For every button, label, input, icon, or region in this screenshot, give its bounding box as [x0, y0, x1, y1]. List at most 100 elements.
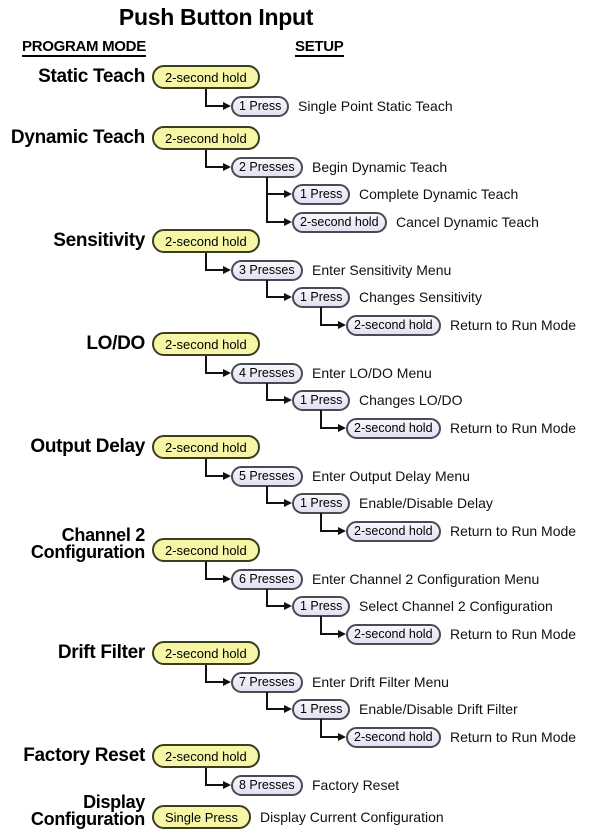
arrowhead-icon [284, 190, 292, 198]
arrowhead-icon [223, 163, 231, 171]
step-pill: 5 Presses [231, 465, 303, 487]
trigger-pill: 2-second hold [152, 65, 260, 89]
step-description: Enter Drift Filter Menu [312, 674, 449, 690]
step-description: Changes LO/DO [359, 392, 463, 408]
step-description: Cancel Dynamic Teach [396, 214, 539, 230]
connector-vline [266, 692, 268, 710]
connector-hline [266, 296, 284, 298]
arrowhead-icon [284, 396, 292, 404]
connector-vline [320, 616, 322, 635]
step-description: Enable/Disable Delay [359, 495, 493, 511]
step-pill: 2-second hold [292, 211, 387, 233]
arrowhead-icon [284, 602, 292, 610]
connector-vline [266, 589, 268, 607]
step-description: Complete Dynamic Teach [359, 186, 519, 202]
step-pill: 1 Press [292, 492, 351, 514]
column-header-program-mode: PROGRAM MODE [22, 38, 146, 57]
mode-label: Static Teach [0, 64, 145, 90]
step-description: Return to Run Mode [450, 420, 577, 436]
step-description: Single Point Static Teach [298, 98, 453, 114]
step-pill: 8 Presses [231, 774, 303, 796]
mode-label: Factory Reset [0, 743, 145, 769]
connector-vline [205, 356, 207, 374]
mode-label-line: Channel 2 [61, 525, 146, 545]
arrowhead-icon [338, 321, 346, 329]
trigger-pill: 2-second hold [152, 332, 260, 356]
connector-vline [320, 719, 322, 738]
connector-vline [205, 562, 207, 580]
step-pill: 4 Presses [231, 362, 303, 384]
trigger-pill: 2-second hold [152, 435, 260, 459]
connector-vline [320, 513, 322, 532]
connector-hline [205, 681, 223, 683]
mode-label-line: Output Delay [30, 436, 145, 457]
step-description: Factory Reset [312, 777, 400, 793]
connector-hline [205, 475, 223, 477]
mode-label: Output Delay [0, 434, 145, 460]
connector-hline [266, 193, 284, 195]
mode-label: Dynamic Teach [0, 125, 145, 151]
arrowhead-icon [223, 102, 231, 110]
arrowhead-icon [223, 575, 231, 583]
mode-label-line: Display [83, 792, 145, 812]
mode-label-line: Factory Reset [23, 745, 145, 766]
step-pill: 2-second hold [346, 726, 441, 748]
step-pill: 2-second hold [346, 520, 441, 542]
connector-vline [266, 486, 268, 504]
mode-label-line: Static Teach [38, 66, 145, 87]
connector-hline [205, 578, 223, 580]
arrowhead-icon [223, 266, 231, 274]
step-description: Return to Run Mode [450, 729, 577, 745]
arrowhead-icon [284, 293, 292, 301]
connector-vline [205, 89, 207, 107]
connector-vline [266, 177, 268, 223]
step-description: Select Channel 2 Configuration [359, 598, 553, 614]
connector-vline [205, 459, 207, 477]
connector-hline [320, 427, 338, 429]
connector-vline [266, 383, 268, 401]
connector-hline [320, 324, 338, 326]
connector-vline [205, 150, 207, 168]
diagram-title: Push Button Input [118, 4, 314, 30]
connector-hline [266, 399, 284, 401]
trigger-pill: 2-second hold [152, 641, 260, 665]
step-pill: 1 Press [292, 698, 351, 720]
step-pill: 1 Press [231, 95, 290, 117]
connector-hline [320, 530, 338, 532]
step-description: Display Current Configuration [260, 809, 444, 825]
arrowhead-icon [223, 472, 231, 480]
step-pill: 1 Press [292, 595, 351, 617]
arrowhead-icon [338, 527, 346, 535]
step-description: Changes Sensitivity [359, 289, 482, 305]
connector-hline [320, 736, 338, 738]
connector-hline [205, 269, 223, 271]
arrowhead-icon [284, 499, 292, 507]
arrowhead-icon [338, 630, 346, 638]
connector-hline [266, 221, 284, 223]
connector-vline [205, 253, 207, 271]
trigger-pill: 2-second hold [152, 538, 260, 562]
arrowhead-icon [223, 678, 231, 686]
mode-label-line: LO/DO [86, 333, 145, 354]
step-description: Return to Run Mode [450, 626, 577, 642]
step-pill: 3 Presses [231, 259, 303, 281]
step-pill: 1 Press [292, 389, 351, 411]
step-description: Return to Run Mode [450, 317, 577, 333]
mode-label-line: Configuration [30, 809, 145, 829]
mode-label: LO/DO [0, 331, 145, 357]
mode-label-line: Configuration [30, 542, 145, 562]
connector-vline [266, 280, 268, 298]
trigger-pill: 2-second hold [152, 744, 260, 768]
step-pill: 2 Presses [231, 156, 303, 178]
step-pill: 1 Press [292, 183, 351, 205]
step-description: Enter Channel 2 Configuration Menu [312, 571, 540, 587]
step-pill: 2-second hold [346, 417, 441, 439]
step-pill: 2-second hold [346, 314, 441, 336]
step-description: Enable/Disable Drift Filter [359, 701, 518, 717]
step-pill: 6 Presses [231, 568, 303, 590]
mode-label-line: Sensitivity [53, 230, 145, 251]
trigger-pill: Single Press [152, 805, 251, 829]
step-pill: 2-second hold [346, 623, 441, 645]
